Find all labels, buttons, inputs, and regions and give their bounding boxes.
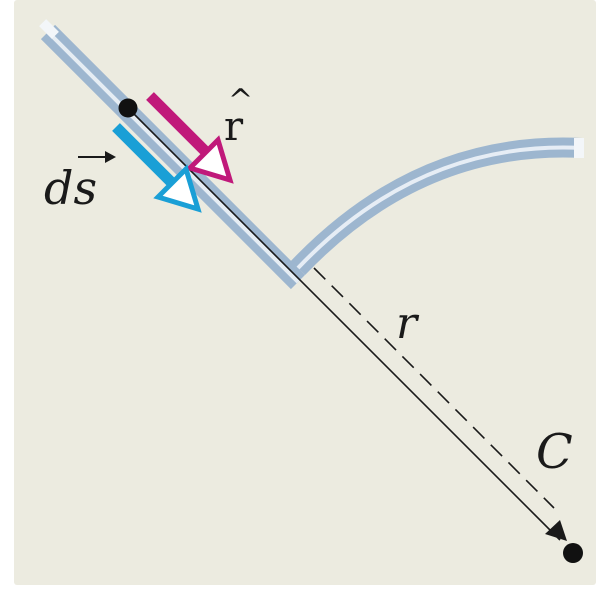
diagram-panel: r ^ ds r C [14,0,596,585]
r-hat-label: r ^ [224,83,253,150]
point-c-dot [563,543,583,563]
r-dashed-line [313,267,555,509]
r-hat-caret: ^ [228,83,253,118]
r-distance-label: r [396,298,420,349]
point-c-label: C [536,424,573,480]
curved-wire [290,137,583,275]
wire-end-cap-right [574,138,584,158]
r-hat-vector [146,92,234,184]
ds-text: ds [44,161,97,215]
r-line-arrowhead [545,520,567,541]
ds-label: ds [44,151,116,215]
source-point-dot [118,98,138,118]
biot-savart-diagram: r ^ ds r C [39,19,584,563]
wire-end-cap-top [39,19,59,39]
straight-wire [40,24,306,290]
r-hat-letter: r [224,104,244,150]
ds-overarrow-head [105,151,116,163]
r-solid-line [127,107,561,541]
ds-vector [112,123,202,213]
